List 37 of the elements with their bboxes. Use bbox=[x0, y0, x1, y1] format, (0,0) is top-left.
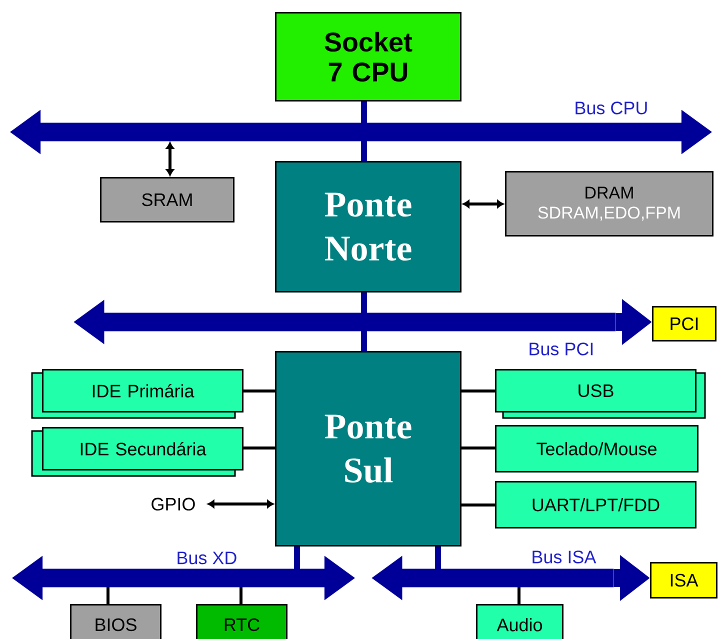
connector-line bbox=[361, 102, 367, 123]
memory-box: SRAM bbox=[100, 177, 234, 222]
slot-box: ISA bbox=[650, 562, 718, 598]
connector-line bbox=[361, 141, 367, 161]
double-arrow bbox=[462, 200, 504, 208]
memory-box: DRAM SDRAM,EDO,FPM bbox=[505, 171, 714, 236]
connector-line bbox=[244, 446, 275, 450]
bus-label: Bus XD bbox=[178, 552, 236, 564]
stacked-port-box: USB bbox=[495, 369, 706, 419]
cpu-box: Socket 7 CPU bbox=[275, 12, 462, 102]
bus-label: Bus PCI bbox=[530, 342, 593, 356]
double-arrow bbox=[208, 500, 274, 508]
port-box: UART/LPT/FDD bbox=[495, 481, 696, 528]
chip-box: BIOS bbox=[70, 604, 162, 639]
port-label: GPIO bbox=[152, 498, 195, 511]
connector-line bbox=[462, 446, 495, 450]
connector-line bbox=[435, 546, 441, 569]
stacked-port-box: IDE Secundária bbox=[31, 427, 244, 477]
port-box: Teclado/Mouse bbox=[495, 425, 698, 472]
slot-box: PCI bbox=[652, 306, 716, 342]
bus-label: Bus ISA bbox=[532, 550, 596, 564]
stacked-port-box: IDE Primária bbox=[31, 369, 244, 419]
connector-line bbox=[518, 587, 520, 604]
connector-line bbox=[244, 390, 275, 392]
connector-line bbox=[294, 546, 300, 569]
connector-line bbox=[361, 331, 367, 351]
bridge-box: Ponte Sul bbox=[275, 351, 462, 546]
connector-line bbox=[361, 292, 367, 313]
connector-line bbox=[462, 504, 495, 506]
double-arrow bbox=[166, 142, 174, 176]
bridge-box: Ponte Norte bbox=[275, 161, 462, 292]
chip-box: RTC bbox=[196, 604, 288, 639]
connector-line bbox=[106, 587, 110, 604]
connector-line bbox=[462, 390, 495, 392]
connector-line bbox=[240, 587, 242, 604]
chip-box: Audio bbox=[476, 604, 564, 639]
bus-label: Bus CPU bbox=[576, 102, 647, 114]
